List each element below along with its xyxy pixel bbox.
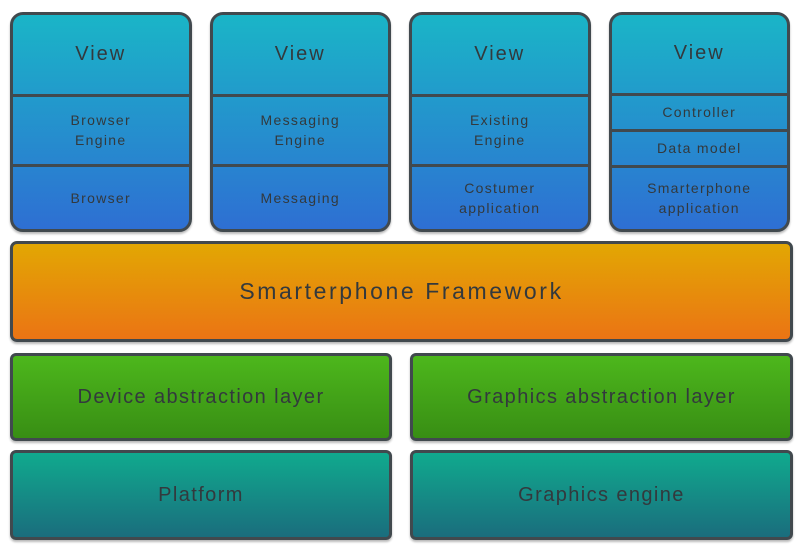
view-section-label: Messaging Engine	[260, 112, 340, 149]
graphics-engine-label: Graphics engine	[518, 483, 685, 506]
view-section: Existing Engine	[412, 94, 588, 164]
view-header-label: View	[274, 43, 326, 66]
view-section-label: Browser Engine	[70, 112, 131, 149]
view-section-label: Existing Engine	[470, 112, 530, 149]
view-section-label: Data model	[656, 139, 742, 156]
view-section: Browser	[13, 163, 189, 229]
view-section: Browser Engine	[13, 94, 189, 164]
graphics-engine-box: Graphics engine	[410, 450, 793, 540]
view-section-label: Costumer application	[459, 179, 541, 216]
view-header-section: View	[213, 15, 389, 94]
view-section: Controller	[611, 92, 787, 129]
device-abstraction-layer-label: Device abstraction layer	[77, 385, 325, 408]
device-abstraction-layer-box: Device abstraction layer	[10, 353, 392, 441]
graphics-abstraction-layer-label: Graphics abstraction layer	[467, 385, 736, 408]
view-section: Messaging Engine	[212, 94, 388, 164]
view-header-label: View	[75, 43, 127, 66]
view-header-section: View	[13, 15, 189, 94]
view-section: Smarterphone application	[611, 164, 787, 230]
view-section-label: Messaging	[260, 189, 340, 206]
view-section: Messaging	[212, 163, 388, 229]
view-header-label: View	[474, 43, 526, 66]
view-section: Data model	[611, 128, 787, 165]
view-section-label: Browser	[70, 189, 131, 206]
view-header-section: View	[412, 15, 588, 94]
view-section-label: Smarterphone application	[647, 179, 752, 217]
view-header-section: View	[612, 15, 788, 93]
view-section: Costumer application	[412, 163, 588, 229]
view-header-label: View	[673, 42, 725, 65]
platform-label: Platform	[158, 483, 244, 506]
graphics-abstraction-layer-box: Graphics abstraction layer	[410, 353, 793, 441]
smarterphone-framework-box: Smarterphone Framework	[10, 241, 793, 342]
view-section-label: Controller	[662, 104, 737, 121]
platform-box: Platform	[10, 450, 392, 540]
smarterphone-framework-label: Smarterphone Framework	[239, 277, 564, 304]
